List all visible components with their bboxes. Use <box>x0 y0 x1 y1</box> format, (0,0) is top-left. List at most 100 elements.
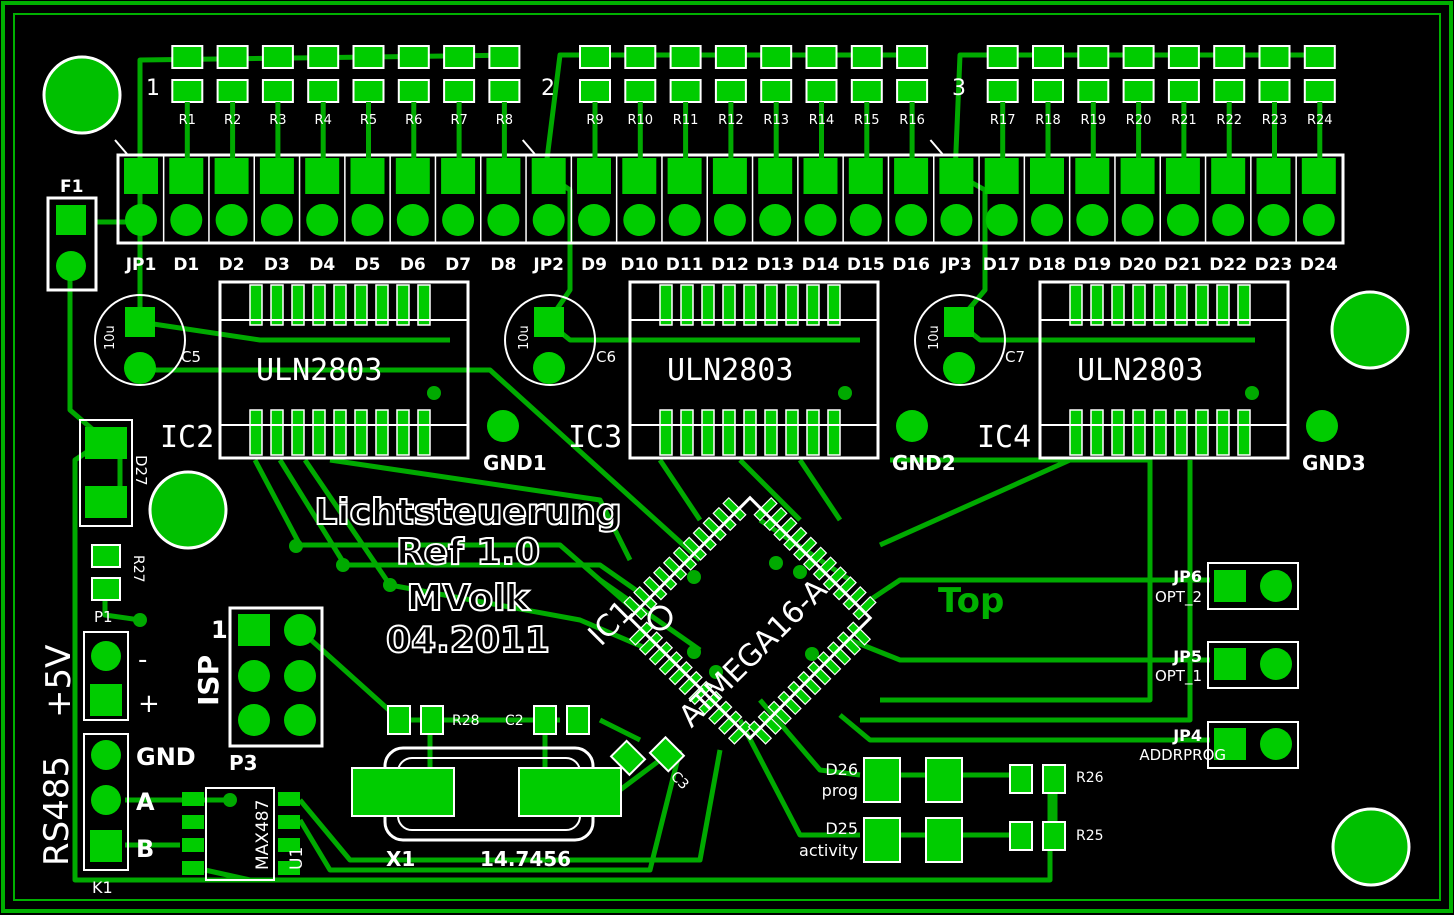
via <box>709 665 723 679</box>
driver-part: ULN2803 <box>256 353 382 388</box>
mcu-pin <box>763 506 788 532</box>
power-pad <box>90 684 122 716</box>
resistor-ref: R13 <box>763 113 789 128</box>
title-line-2: Ref 1.0 <box>396 532 540 573</box>
connector-pad <box>712 158 747 194</box>
mcu-pin <box>802 546 828 571</box>
jumper-pad <box>1214 570 1246 602</box>
ic-pin <box>375 409 389 456</box>
ic-outline <box>628 280 880 460</box>
resistor-pad <box>1167 45 1200 69</box>
mcu-pin <box>643 576 668 601</box>
ic-pin <box>764 409 778 456</box>
resistor-pad <box>896 45 929 69</box>
driver-part: ULN2803 <box>667 353 793 388</box>
r26-ref: R26 <box>1076 770 1104 786</box>
mcu-pin <box>668 660 693 686</box>
connector-pad <box>667 158 702 194</box>
mcu-pin <box>727 720 753 745</box>
connector-pin-label: D10 <box>620 255 658 275</box>
connector-pad <box>259 158 294 194</box>
resistor-pad <box>579 45 611 69</box>
trace <box>738 458 802 522</box>
ic-pin <box>1132 284 1146 326</box>
transceiver-max487: MAX487 U1 <box>182 787 307 881</box>
max487-part: MAX487 <box>253 800 273 870</box>
rs485-outline <box>83 733 129 871</box>
max487-pad <box>278 838 300 852</box>
resistor-ref: R14 <box>809 113 835 128</box>
d25-pad <box>863 817 901 863</box>
connector-pad <box>1075 158 1110 194</box>
resistor-pad <box>1213 45 1246 69</box>
resistor-pad <box>397 79 430 103</box>
trace <box>545 172 860 343</box>
power-connector: - + +5V <box>39 631 160 721</box>
r25-ref: R25 <box>1076 828 1104 844</box>
ic-pin <box>659 284 673 326</box>
connector-pin-label: D1 <box>173 255 199 275</box>
resistor-pad <box>669 79 702 103</box>
resistor-pad <box>1213 79 1246 103</box>
d27-pad <box>85 427 127 459</box>
trace <box>952 52 1320 176</box>
connector-pad <box>1120 158 1155 194</box>
trace <box>860 460 1193 723</box>
ic-pin <box>1237 284 1251 326</box>
trace <box>542 52 920 176</box>
connector-pad <box>306 204 339 236</box>
resistor-ref: R15 <box>854 113 880 128</box>
resistor-pad <box>1167 79 1200 103</box>
resistor-ref: R18 <box>1035 113 1061 128</box>
resistor-pad <box>1077 45 1110 69</box>
capacitors <box>94 294 1338 442</box>
resistor-pad <box>352 45 385 69</box>
connector-pad <box>215 204 248 236</box>
board-title: Lichtsteuerung Ref 1.0 MVolk 04.2011 <box>313 491 622 662</box>
mcu-pin <box>652 566 678 591</box>
max487-pad <box>182 792 204 806</box>
mounting-hole <box>1331 807 1411 887</box>
power-pad <box>91 641 121 671</box>
cap-value: 10u <box>103 325 118 350</box>
trace <box>140 367 702 562</box>
resistor-pad <box>1303 45 1336 69</box>
ic-pin <box>291 409 305 456</box>
d27-outline <box>79 419 133 527</box>
rs485-label: RS485 <box>37 756 77 866</box>
r26-pad <box>1009 764 1033 794</box>
rs485-pin-a: A <box>136 788 155 816</box>
ic-pin <box>249 284 263 326</box>
mcu-pin <box>702 516 727 542</box>
jumper-pad <box>1214 728 1246 760</box>
resistor-pad <box>850 79 883 103</box>
resistor-pad <box>171 45 204 69</box>
rs485-pin-gnd: GND <box>136 743 196 771</box>
ic-pin <box>764 284 778 326</box>
resistor-pad <box>1032 79 1064 103</box>
connector-arrow <box>114 139 128 155</box>
connector-pin-label: D2 <box>219 255 245 275</box>
connector-pad <box>169 158 204 194</box>
connector-pad <box>623 204 656 236</box>
ic-pin <box>333 409 347 456</box>
connector-pad <box>1076 204 1109 236</box>
fuse-label: F1 <box>60 177 83 197</box>
mcu-pin <box>708 700 733 725</box>
ic-pin <box>722 284 736 326</box>
connector-pad <box>1302 204 1335 236</box>
gnd-label: GND3 <box>1302 451 1366 475</box>
diode-d27: D27 <box>79 419 150 527</box>
connector-pad <box>125 204 157 236</box>
layer-label: Top <box>938 581 1004 621</box>
resistor-pad <box>579 79 611 103</box>
connector-pin-label: D16 <box>892 255 930 275</box>
mcu-pin <box>783 526 808 551</box>
rs485-pad <box>91 740 121 770</box>
p1-ref: P1 <box>94 608 113 626</box>
mcu-pin1-marker <box>647 605 673 631</box>
resistor-pad <box>1032 45 1064 69</box>
max487-pad <box>278 792 300 806</box>
mcu-pin <box>692 526 717 551</box>
